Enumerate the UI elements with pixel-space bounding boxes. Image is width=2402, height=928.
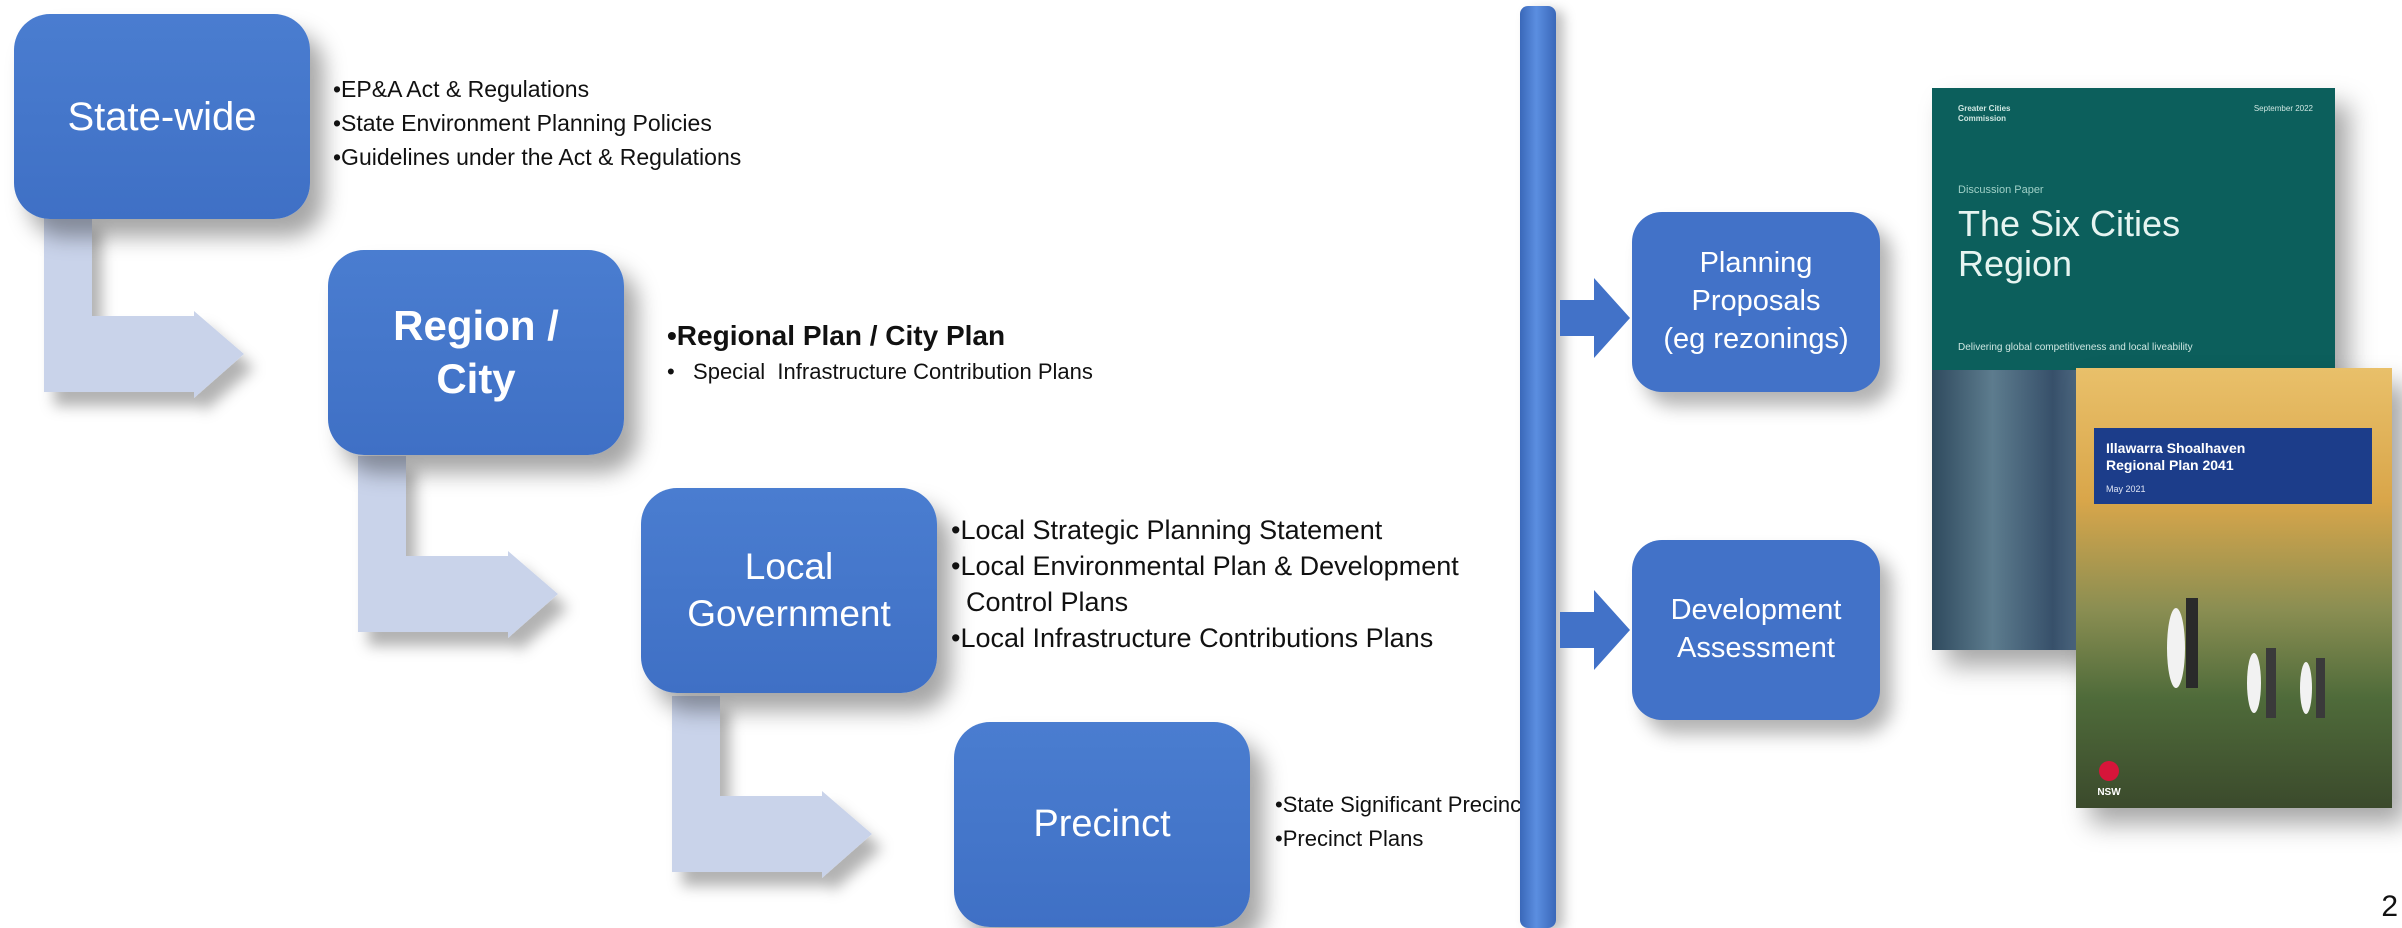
illawarra-title-2: Regional Plan 2041 xyxy=(2106,457,2234,473)
six-cities-tagline: Delivering global competitiveness and lo… xyxy=(1958,342,2193,353)
illawarra-date: May 2021 xyxy=(2106,484,2146,494)
nsw-logo: NSW xyxy=(2092,760,2126,798)
planning-proposals-line-3: (eg rezonings) xyxy=(1663,322,1849,355)
bullet-epa-act: •EP&A Act & Regulations xyxy=(333,76,590,102)
region-bullets: •Regional Plan / City Plan • Special Inf… xyxy=(667,316,1093,388)
development-assessment-line-2: Assessment xyxy=(1677,632,1835,664)
precinct-bullets: •State Significant Precincts •Precinct P… xyxy=(1275,788,1538,856)
bullet-sepps: •State Environment Planning Policies xyxy=(333,110,712,136)
bullet-sic-plans: • Special Infrastructure Contribution Pl… xyxy=(667,359,1093,384)
region-city-box: Region / City xyxy=(328,250,624,455)
state-wide-bullets: •EP&A Act & Regulations •State Environme… xyxy=(333,72,741,174)
vertical-divider-bar xyxy=(1520,6,1556,928)
illawarra-title-1: Illawarra Shoalhaven xyxy=(2106,440,2246,456)
development-assessment-box: Development Assessment xyxy=(1632,540,1880,720)
arrow-region-to-local xyxy=(358,456,558,638)
region-city-label-2: City xyxy=(436,354,516,402)
local-government-box: Local Government xyxy=(641,488,937,693)
bullet-lep: •Local Environmental Plan & Development xyxy=(951,551,1459,581)
six-cities-title-2: Region xyxy=(1958,243,2073,284)
state-wide-label: State-wide xyxy=(67,94,257,139)
arrow-local-to-precinct xyxy=(672,696,872,878)
six-cities-date: September 2022 xyxy=(2253,104,2313,113)
region-city-label-1: Region / xyxy=(393,302,559,349)
six-cities-kicker: Discussion Paper xyxy=(1958,184,2044,196)
illawarra-title: Illawarra Shoalhaven Regional Plan 2041 xyxy=(2106,440,2245,474)
planning-proposals-line-1: Planning xyxy=(1699,247,1813,280)
six-cities-title: The Six Cities Region xyxy=(1958,204,2180,284)
local-government-label-1: Local xyxy=(744,546,834,588)
planning-proposals-box: Planning Proposals (eg rezonings) xyxy=(1632,212,1880,392)
bullet-regional-plan: •Regional Plan / City Plan xyxy=(667,320,1006,351)
bullet-state-precincts: •State Significant Precincts xyxy=(1275,792,1539,817)
arrow-state-to-region xyxy=(44,216,244,398)
page-number: 2 xyxy=(2381,890,2398,923)
local-government-label-2: Government xyxy=(687,592,891,634)
waratah-icon xyxy=(2099,761,2119,781)
six-cities-publisher: Greater Cities Commission xyxy=(1958,104,2011,123)
bullet-guidelines: •Guidelines under the Act & Regulations xyxy=(333,144,742,170)
arrow-to-development-assessment xyxy=(1560,590,1630,670)
illawarra-cover: Illawarra Shoalhaven Regional Plan 2041 … xyxy=(2076,368,2392,808)
arrow-to-planning-proposals xyxy=(1560,278,1630,358)
planning-proposals-line-2: Proposals xyxy=(1691,285,1821,318)
precinct-box: Precinct xyxy=(954,722,1250,927)
bullet-lic-plans: •Local Infrastructure Contributions Plan… xyxy=(951,623,1434,653)
precinct-label: Precinct xyxy=(1033,802,1171,845)
bullet-lsps: •Local Strategic Planning Statement xyxy=(951,515,1383,545)
surfers-silhouette xyxy=(2167,598,2325,718)
development-assessment-line-1: Development xyxy=(1670,594,1842,627)
bullet-precinct-plans: •Precinct Plans xyxy=(1275,826,1424,851)
illawarra-title-band: Illawarra Shoalhaven Regional Plan 2041 … xyxy=(2094,428,2372,504)
state-wide-box: State-wide xyxy=(14,14,310,219)
bullet-dcp: Control Plans xyxy=(951,587,1129,617)
local-bullets: •Local Strategic Planning Statement •Loc… xyxy=(951,512,1459,656)
six-cities-title-1: The Six Cities xyxy=(1958,203,2181,244)
nsw-logo-text: NSW xyxy=(2097,787,2121,798)
